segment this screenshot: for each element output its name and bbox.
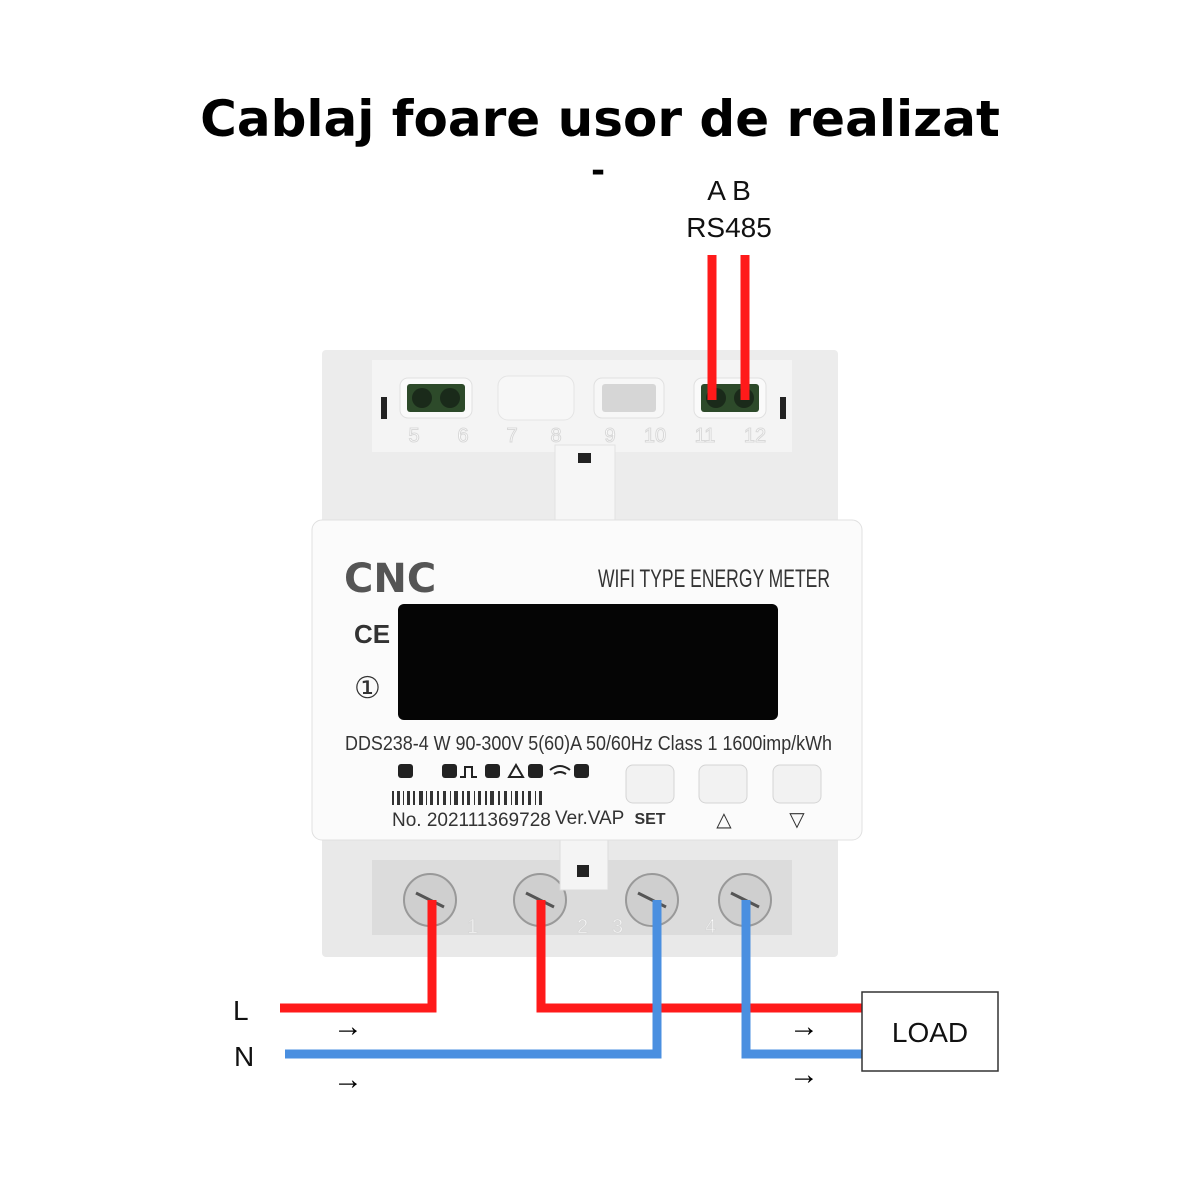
svg-text:6: 6 xyxy=(457,425,468,447)
load-label: LOAD xyxy=(892,1017,968,1048)
svg-text:7: 7 xyxy=(506,425,517,447)
bottom-terminal-numbers: 1 2 3 4 xyxy=(467,916,717,939)
up-button[interactable]: △ xyxy=(698,764,748,831)
arrow-right-icon: → xyxy=(333,1010,363,1043)
version: Ver.VAP xyxy=(555,808,624,829)
svg-text:3: 3 xyxy=(612,916,623,938)
title-dash: - xyxy=(591,151,605,191)
svg-text:2: 2 xyxy=(577,916,588,938)
lcd-display xyxy=(398,604,778,720)
ce-mark: CE xyxy=(354,619,390,649)
load-box xyxy=(861,991,999,1072)
indicator-leds xyxy=(398,763,589,778)
svg-text:11: 11 xyxy=(695,425,716,447)
brand-logo: CNC xyxy=(344,556,436,602)
arrow-right-icon: → xyxy=(333,1063,363,1096)
svg-text:△: △ xyxy=(716,809,732,831)
svg-text:8: 8 xyxy=(550,425,561,447)
set-button[interactable]: SET xyxy=(625,764,675,828)
meter-bottom-housing xyxy=(322,835,838,957)
svg-text:12: 12 xyxy=(744,425,766,447)
line-output-wire xyxy=(536,900,862,1013)
neutral-input-wire xyxy=(285,900,662,1059)
neutral-label: N xyxy=(234,1041,254,1072)
svg-text:1: 1 xyxy=(467,916,478,938)
neutral-output-wire xyxy=(741,900,862,1059)
svg-text:5: 5 xyxy=(408,425,419,447)
svg-text:▽: ▽ xyxy=(789,809,805,831)
serial-number: No. 202111369728 xyxy=(392,810,551,831)
line-input-wire xyxy=(280,900,437,1013)
spec-line: DDS238-4 W 90-300V 5(60)A 50/60Hz Class … xyxy=(345,733,832,755)
class-mark: ① xyxy=(354,672,381,705)
line-label: L xyxy=(233,995,249,1026)
page-title: Cablaj foare usor de realizat xyxy=(200,90,1000,148)
svg-text:9: 9 xyxy=(604,425,615,447)
meter-type: WIFI TYPE ENERGY METER xyxy=(598,565,830,593)
svg-text:SET: SET xyxy=(634,811,665,828)
barcode xyxy=(392,791,542,805)
rs485-label: RS485 xyxy=(686,212,772,243)
svg-text:10: 10 xyxy=(644,425,666,447)
meter-front-panel: CNC WIFI TYPE ENERGY METER CE ① DDS238-4… xyxy=(311,519,863,841)
svg-text:4: 4 xyxy=(705,916,716,938)
arrow-right-icon: → xyxy=(789,1058,819,1091)
arrow-right-icon: → xyxy=(789,1010,819,1043)
down-button[interactable]: ▽ xyxy=(772,764,822,831)
top-terminal-numbers: 5 6 7 8 9 10 11 12 xyxy=(408,425,767,448)
rs485-ab-label: A B xyxy=(707,175,751,206)
